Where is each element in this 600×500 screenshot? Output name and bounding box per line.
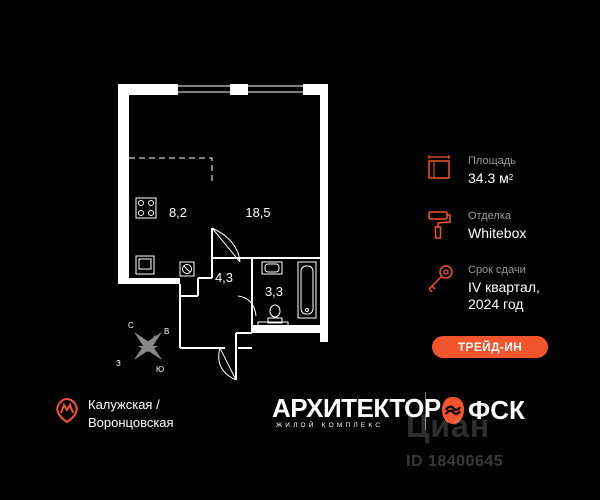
kitchen-sink-icon [135, 255, 155, 275]
windows [121, 85, 303, 140]
area-value: 34.3 м2 [468, 170, 514, 186]
term-label: Срок сдачи [468, 264, 526, 276]
stove-icon [135, 197, 157, 219]
metro-station: Калужская / Воронцовская [88, 397, 174, 430]
compass-north: С [128, 321, 134, 330]
finish-label: Отделка [468, 210, 511, 222]
paint-roller-icon [428, 211, 451, 239]
fsk-logo-icon [442, 397, 464, 424]
floor-plan: 8,2 18,5 4,3 3,3 С В Ю З [116, 84, 328, 381]
bathtub-icon [297, 261, 317, 319]
bath-sink-icon [261, 261, 283, 275]
compass-west: З [116, 359, 121, 368]
metro-icon [56, 398, 78, 424]
complex-name: АРХИТЕКТОР [272, 393, 441, 423]
bath-cabinet-icon [257, 321, 289, 333]
hall-area-label: 4,3 [215, 270, 233, 285]
listing-id: ID 18400645 [406, 453, 504, 470]
compass-icon [133, 331, 163, 361]
kitchen-zone-outline [129, 157, 213, 185]
trade-in-badge[interactable]: ТРЕЙД-ИН [432, 336, 548, 358]
interior-walls [179, 228, 320, 380]
doors [211, 227, 257, 381]
outer-walls [118, 84, 328, 342]
compass-east: В [164, 327, 169, 336]
toilet-icon [267, 304, 283, 324]
bath-area-label: 3,3 [265, 284, 283, 299]
area-label: Площадь [468, 155, 516, 167]
term-value: IV квартал, 2024 год [468, 279, 540, 312]
developer-name: ФСК [468, 395, 525, 425]
finish-value: Whitebox [468, 225, 527, 241]
complex-subtitle: ЖИЛОЙ КОМПЛЕКС [276, 422, 384, 429]
kitchen-area-label: 8,2 [169, 205, 187, 220]
living-area-label: 18,5 [245, 205, 270, 220]
floor-area-icon [428, 155, 450, 179]
cian-watermark: Циан [406, 408, 491, 444]
complex-logo: АРХИТЕКТОР ЖИЛОЙ КОМПЛЕКС [272, 394, 441, 429]
logo-divider [425, 392, 426, 430]
compass-south: Ю [156, 365, 164, 374]
washer-icon [179, 261, 195, 277]
key-icon [428, 265, 453, 293]
